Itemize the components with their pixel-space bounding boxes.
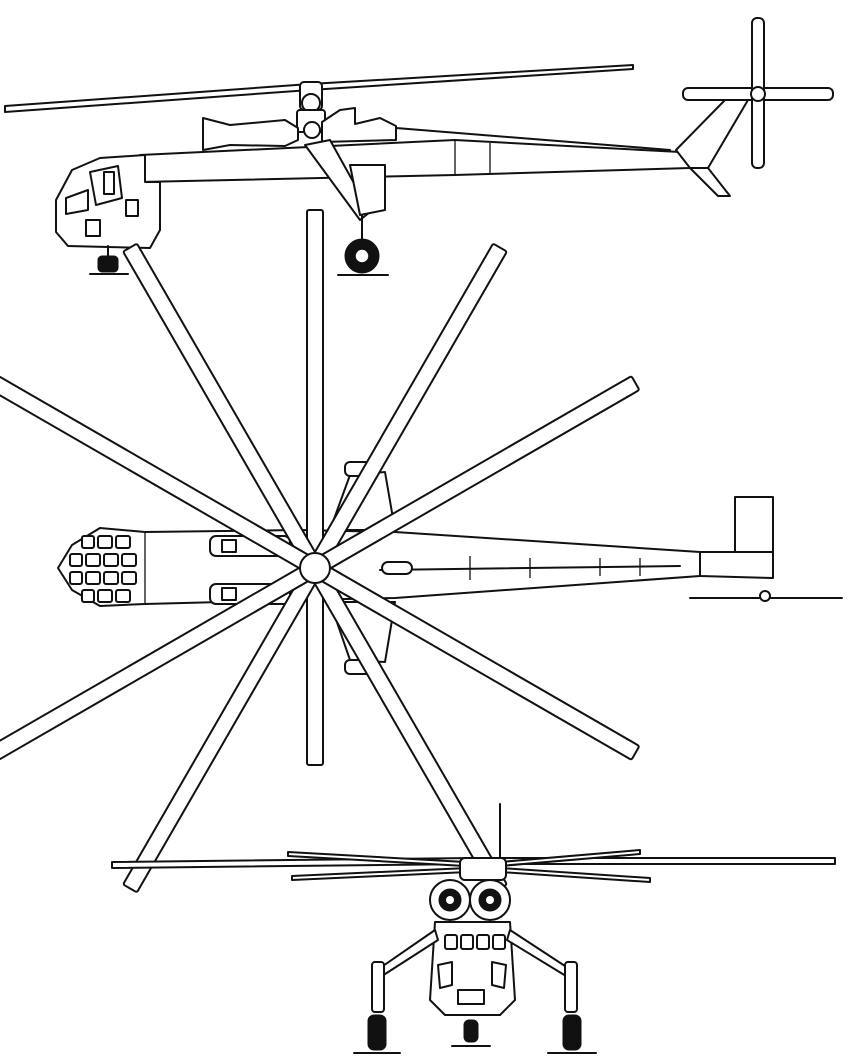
front-engines <box>429 879 511 921</box>
side-view <box>4 17 834 276</box>
top-rotor-hub <box>299 552 331 584</box>
side-tail-fin <box>675 99 749 169</box>
front-right-gear-strut <box>506 929 569 977</box>
side-tail-rotor <box>682 17 834 169</box>
side-engine-nacelle <box>202 117 299 151</box>
front-view <box>111 803 836 1054</box>
top-view <box>0 209 843 893</box>
side-upper-fairing <box>321 107 397 143</box>
front-landing-gear <box>353 1014 597 1054</box>
side-rotor-head <box>296 81 326 139</box>
top-tail-fin <box>734 496 774 553</box>
top-cockpit <box>69 535 137 603</box>
top-main-rotor <box>0 209 640 893</box>
front-left-gear-strut <box>379 929 439 977</box>
side-tail-skid <box>689 167 731 197</box>
front-windows <box>437 934 507 1005</box>
side-nose-gear <box>89 245 129 275</box>
